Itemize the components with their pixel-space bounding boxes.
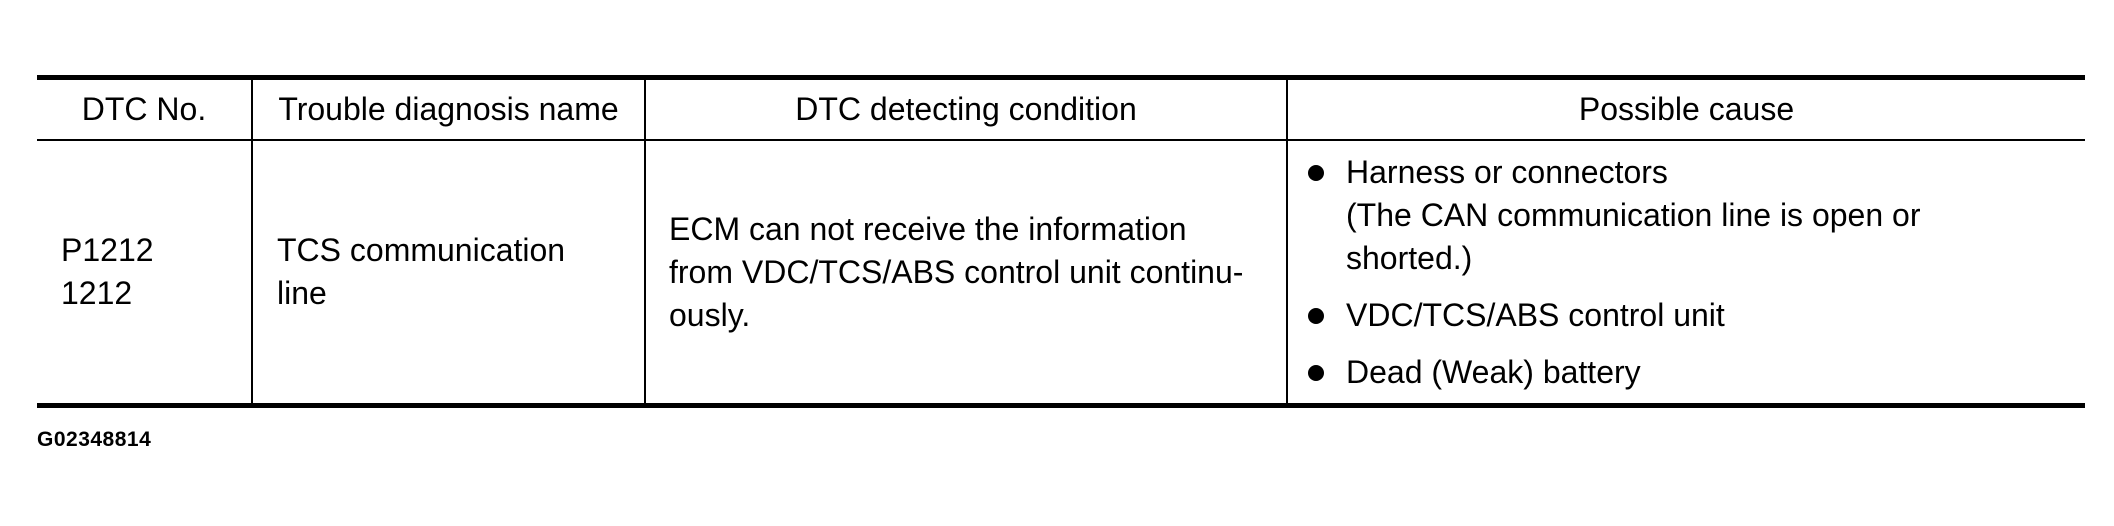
cause-list: Harness or connectors (The CAN communica… [1308, 151, 2075, 394]
condition-line: ously. [669, 296, 751, 333]
dtc-code: P1212 [61, 232, 154, 268]
cause-line: (The CAN communication line is open or [1346, 196, 1921, 233]
diagnosis-name-line: TCS communication [277, 232, 566, 268]
figure-id: G02348814 [37, 428, 152, 451]
cell-detecting-condition: ECM can not receive the information from… [644, 140, 1288, 406]
cell-possible-cause: Harness or connectors (The CAN communica… [1286, 140, 2085, 406]
cell-dtc-no: P1212 1212 [37, 140, 253, 406]
bullet-icon [1308, 164, 1324, 181]
dtc-code-short: 1212 [61, 275, 133, 311]
table-header: DTC No. Trouble diagnosis name DTC detec… [37, 77, 2085, 141]
header-row: DTC No. Trouble diagnosis name DTC detec… [37, 77, 2085, 141]
header-dtc-no: DTC No. [37, 77, 253, 141]
list-item: VDC/TCS/ABS control unit [1308, 294, 2075, 337]
cause-line: VDC/TCS/ABS control unit [1346, 296, 1725, 333]
diagnosis-name-line: line [277, 275, 327, 311]
bullet-icon [1308, 307, 1324, 324]
cause-line: Dead (Weak) battery [1346, 353, 1641, 390]
list-item: Dead (Weak) battery [1308, 351, 2075, 394]
table-row: P1212 1212 TCS communication line ECM ca… [37, 140, 2085, 406]
condition-line: from VDC/TCS/ABS control unit continu- [669, 253, 1244, 290]
cause-line: Harness or connectors [1346, 153, 1668, 190]
cell-diagnosis-name: TCS communication line [251, 140, 646, 406]
table-body: P1212 1212 TCS communication line ECM ca… [37, 140, 2085, 406]
dtc-table: DTC No. Trouble diagnosis name DTC detec… [37, 75, 2085, 408]
condition-line: ECM can not receive the information [669, 210, 1187, 247]
header-diagnosis-name: Trouble diagnosis name [251, 77, 646, 141]
header-detecting-condition: DTC detecting condition [644, 77, 1288, 141]
list-item: Harness or connectors (The CAN communica… [1308, 151, 2075, 280]
header-possible-cause: Possible cause [1286, 77, 2085, 141]
cause-line: shorted.) [1346, 239, 1473, 276]
bullet-icon [1308, 364, 1324, 381]
